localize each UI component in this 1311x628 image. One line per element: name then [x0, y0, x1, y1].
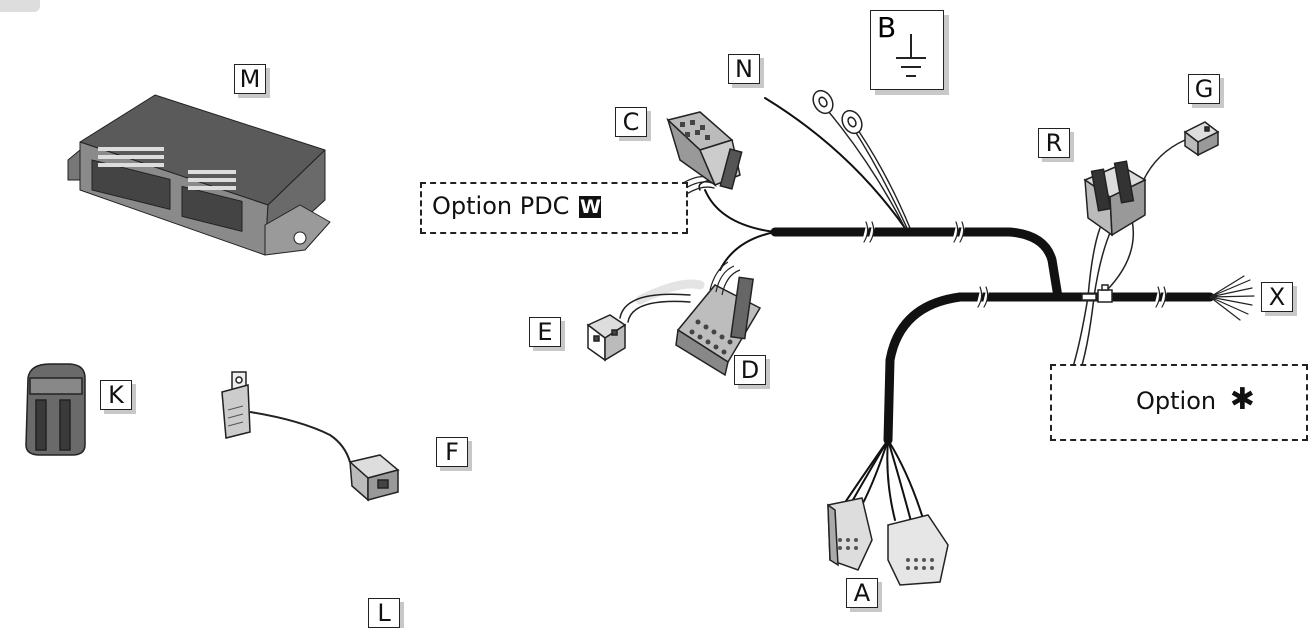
- wiring-harness-diagram: [25, 40, 1255, 586]
- label-m: M: [234, 64, 266, 94]
- label-x: X: [1261, 282, 1293, 312]
- label-c: C: [615, 107, 647, 137]
- label-b: B: [877, 11, 897, 44]
- connector-d-drawing: [675, 261, 762, 377]
- label-l: L: [368, 598, 400, 628]
- ground-icon: [896, 34, 926, 77]
- connectors-a-drawing: [827, 497, 949, 586]
- relay-k-drawing: [25, 363, 86, 456]
- ring-terminals-drawing: [812, 89, 863, 135]
- label-a: A: [846, 578, 878, 608]
- label-n: N: [728, 54, 760, 84]
- option-pdc-text: Option PDC: [432, 192, 570, 220]
- label-d: D: [734, 355, 766, 385]
- option-star-box: Option ✱: [1050, 364, 1308, 441]
- corner-tab: [0, 0, 40, 12]
- asterisk-icon: ✱: [1229, 382, 1255, 417]
- label-k: K: [100, 380, 132, 410]
- label-r: R: [1038, 128, 1070, 158]
- label-f: F: [436, 437, 468, 467]
- option-star-text: Option: [1136, 387, 1217, 415]
- label-e: E: [529, 317, 561, 347]
- option-pdc-box: Option PDC W: [420, 182, 688, 234]
- control-unit-m-drawing: [67, 94, 331, 256]
- connector-e-drawing: [586, 314, 627, 362]
- connector-g-drawing: [1183, 121, 1220, 157]
- relay-r-drawing: [1083, 160, 1147, 237]
- connector-c-drawing: [666, 111, 743, 190]
- sensor-f-drawing: [221, 371, 400, 502]
- fuse-holder-drawing: [1081, 284, 1113, 303]
- label-g: G: [1188, 74, 1220, 104]
- option-pdc-badge: W: [579, 196, 602, 218]
